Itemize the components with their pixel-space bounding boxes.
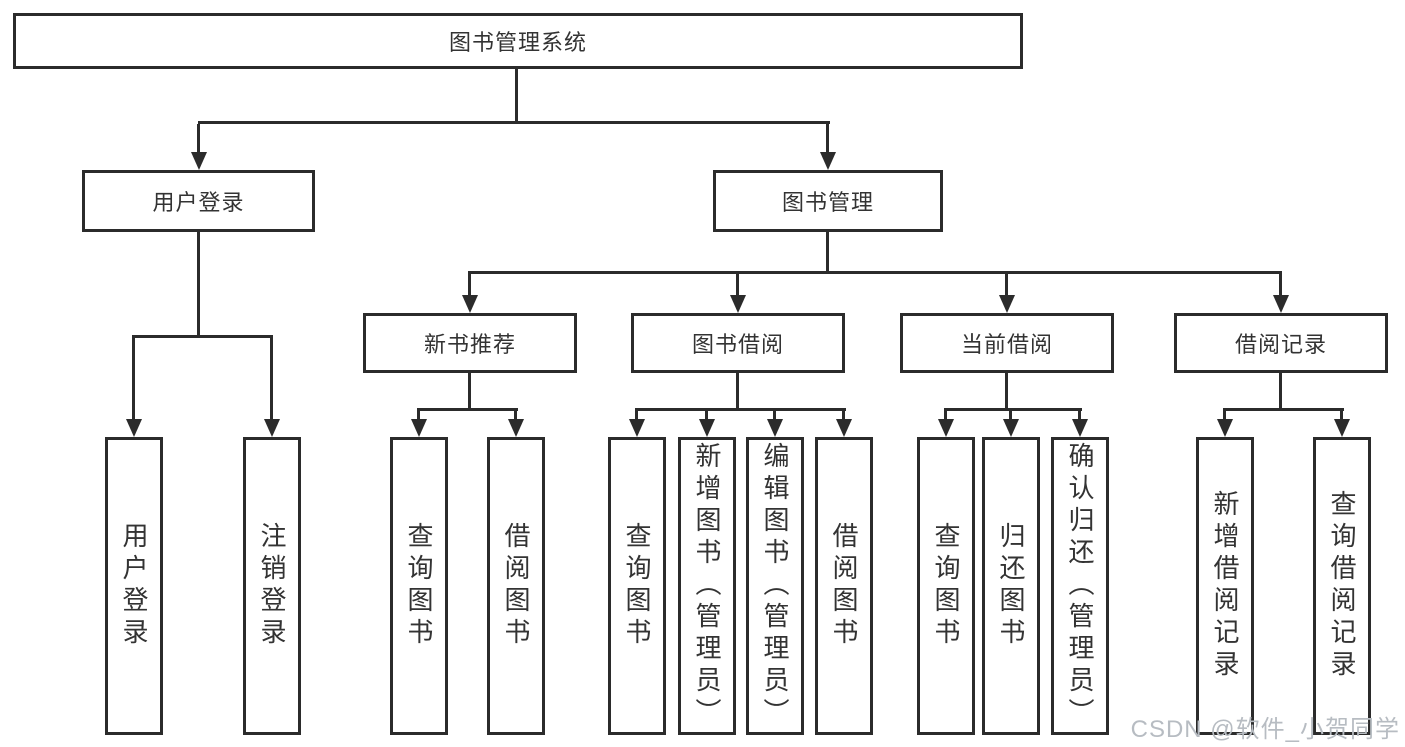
connector-to-recommend-query <box>417 411 420 419</box>
connector-current-borrow-drop <box>1005 373 1008 408</box>
node-current-borrow-label: 当前借阅 <box>960 332 1053 357</box>
connector-root-drop <box>515 69 518 121</box>
leaf-current-query-books-label: 查询图书 <box>931 522 961 650</box>
leaf-borrow-books-label: 借阅图书 <box>829 522 859 650</box>
node-user-login-label: 用户登录 <box>152 190 245 215</box>
leaf-add-borrow-record-label: 新增借阅记录 <box>1210 490 1240 682</box>
leaf-user-login-label: 用户登录 <box>119 522 149 650</box>
arrow-to-borrow-records <box>1273 295 1289 313</box>
connector-group-b-bar <box>417 408 518 411</box>
connector-recommend-drop <box>468 373 471 408</box>
arrow-to-leaf-user-login <box>126 419 142 437</box>
leaf-confirm-return-admin-label: 确认归还（管理员） <box>1065 442 1095 730</box>
watermark: CSDN @软件_小贺同学 <box>1131 709 1400 744</box>
connector-to-leaf-user-login <box>132 338 135 419</box>
connector-level3-bar <box>468 271 1282 274</box>
leaf-query-borrow-record: 查询借阅记录 <box>1313 437 1371 735</box>
connector-to-recommend-borrow <box>514 411 517 419</box>
arrow-to-add-record <box>1217 419 1233 437</box>
arrow-to-edit-books <box>767 419 783 437</box>
connector-to-borrow-books <box>842 411 845 419</box>
arrow-to-borrow-query <box>629 419 645 437</box>
leaf-confirm-return-admin: 确认归还（管理员） <box>1051 437 1109 735</box>
connector-to-book-borrow <box>736 274 739 295</box>
leaf-query-borrow-record-label: 查询借阅记录 <box>1327 490 1357 682</box>
watermark-text: CSDN @软件_小贺同学 <box>1130 716 1400 743</box>
connector-borrow-records-drop <box>1279 373 1282 408</box>
leaf-recommend-borrow-books: 借阅图书 <box>487 437 545 735</box>
leaf-add-books-admin-label: 新增图书（管理员） <box>692 442 722 730</box>
node-borrow-records: 借阅记录 <box>1174 313 1388 373</box>
connector-user-login-drop <box>197 232 200 335</box>
arrow-to-book-borrow <box>730 295 746 313</box>
connector-to-add-books <box>705 411 708 419</box>
connector-to-leaf-logout <box>270 338 273 419</box>
node-new-book-recommend: 新书推荐 <box>363 313 577 373</box>
connector-group-c-bar <box>635 408 846 411</box>
arrow-to-current-query <box>938 419 954 437</box>
node-root: 图书管理系统 <box>13 13 1023 69</box>
connector-to-new-book-recommend <box>468 274 471 295</box>
leaf-add-borrow-record: 新增借阅记录 <box>1196 437 1254 735</box>
arrow-to-user-login <box>191 152 207 170</box>
connector-to-return-books <box>1009 411 1012 419</box>
node-book-management-label: 图书管理 <box>781 190 874 215</box>
node-current-borrow: 当前借阅 <box>900 313 1114 373</box>
leaf-recommend-query-books-label: 查询图书 <box>404 522 434 650</box>
connector-to-user-login <box>197 124 200 152</box>
arrow-to-recommend-query <box>411 419 427 437</box>
connector-to-add-record <box>1223 411 1226 419</box>
connector-to-current-borrow <box>1005 274 1008 295</box>
leaf-add-books-admin: 新增图书（管理员） <box>678 437 736 735</box>
connector-to-book-management <box>826 124 829 152</box>
arrow-to-new-book-recommend <box>462 295 478 313</box>
arrow-to-recommend-borrow <box>508 419 524 437</box>
connector-group-a-bar <box>132 335 273 338</box>
arrow-to-leaf-logout <box>264 419 280 437</box>
connector-to-query-record <box>1340 411 1343 419</box>
leaf-recommend-borrow-books-label: 借阅图书 <box>501 522 531 650</box>
node-new-book-recommend-label: 新书推荐 <box>423 332 516 357</box>
connector-to-confirm-return <box>1078 411 1081 419</box>
node-user-login: 用户登录 <box>82 170 315 232</box>
node-book-management: 图书管理 <box>713 170 943 232</box>
leaf-borrow-query-books-label: 查询图书 <box>622 522 652 650</box>
connector-book-borrow-drop <box>736 373 739 408</box>
node-borrow-records-label: 借阅记录 <box>1234 332 1327 357</box>
leaf-edit-books-admin: 编辑图书（管理员） <box>746 437 804 735</box>
leaf-borrow-books: 借阅图书 <box>815 437 873 735</box>
connector-to-borrow-records <box>1279 274 1282 295</box>
arrow-to-return-books <box>1003 419 1019 437</box>
connector-book-management-drop <box>826 232 829 271</box>
connector-to-edit-books <box>773 411 776 419</box>
connector-group-d-bar <box>944 408 1082 411</box>
arrow-to-query-record <box>1334 419 1350 437</box>
arrow-to-borrow-books <box>836 419 852 437</box>
arrow-to-current-borrow <box>999 295 1015 313</box>
node-book-borrow-label: 图书借阅 <box>691 332 784 357</box>
connector-to-current-query <box>944 411 947 419</box>
connector-level2-bar <box>198 121 830 124</box>
leaf-logout-label: 注销登录 <box>257 522 287 650</box>
arrow-to-add-books <box>699 419 715 437</box>
leaf-recommend-query-books: 查询图书 <box>390 437 448 735</box>
leaf-borrow-query-books: 查询图书 <box>608 437 666 735</box>
node-root-label: 图书管理系统 <box>448 30 587 55</box>
arrow-to-book-management <box>820 152 836 170</box>
arrow-to-confirm-return <box>1072 419 1088 437</box>
leaf-edit-books-admin-label: 编辑图书（管理员） <box>760 442 790 730</box>
leaf-user-login: 用户登录 <box>105 437 163 735</box>
connector-group-e-bar <box>1223 408 1344 411</box>
leaf-return-books-label: 归还图书 <box>996 522 1026 650</box>
leaf-current-query-books: 查询图书 <box>917 437 975 735</box>
connector-to-borrow-query <box>635 411 638 419</box>
node-book-borrow: 图书借阅 <box>631 313 845 373</box>
leaf-logout: 注销登录 <box>243 437 301 735</box>
leaf-return-books: 归还图书 <box>982 437 1040 735</box>
